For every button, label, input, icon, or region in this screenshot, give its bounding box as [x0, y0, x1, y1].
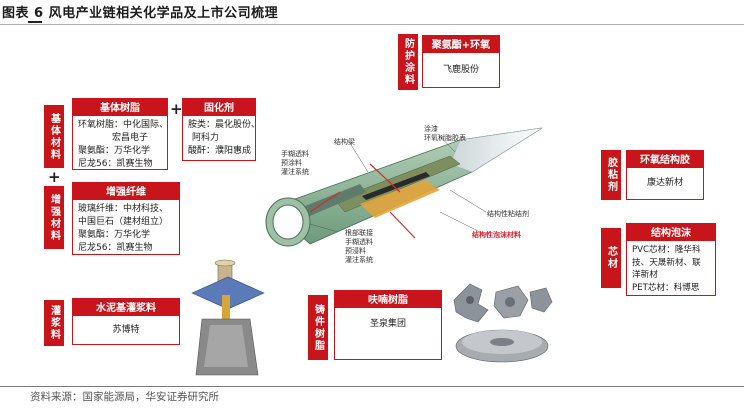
side-label-casting-resin: 铸件树脂 — [308, 295, 328, 360]
side-label-grouting-material: 灌浆料 — [44, 300, 64, 346]
title-tick-mark — [28, 21, 42, 23]
side-label-core-material: 芯材 — [601, 228, 621, 288]
callout-root-1: 根部联接 — [345, 229, 373, 237]
box-casting-resin: 圣泉集团 — [334, 307, 442, 360]
box-matrix-resin: 环氧树脂：中化国际、 宏昌电子 聚氨酯：万华化学 尼龙56：凯赛生物 — [72, 115, 168, 170]
title-divider — [0, 24, 744, 25]
callout-structural-foam: 结构性泡沫材料 — [472, 231, 521, 239]
tower-foundation-illustration — [188, 255, 268, 383]
box-adhesive: 康达新材 — [626, 167, 704, 200]
resin-line-1: 环氧树脂：中化国际、 — [78, 120, 169, 130]
company-subote: 苏博特 — [112, 324, 140, 335]
core-line-3: 洋新材 — [632, 270, 658, 280]
figure-title: 图表 6 风电产业链相关化学品及上市公司梳理 — [2, 6, 279, 21]
box-grouting-material: 苏博特 — [72, 315, 180, 345]
callout-left-mid-3: 灌注系统 — [281, 168, 309, 176]
fiber-line-1: 玻璃纤维：中材科技、 — [78, 204, 169, 214]
header-pu-epoxy: 聚氨酯+环氧 — [422, 35, 500, 52]
callout-spar: 结构梁 — [334, 138, 355, 146]
core-line-1: PVC芯材：隆华科 — [632, 245, 701, 255]
header-structural-foam: 结构泡沫 — [626, 223, 716, 240]
company-kangda: 康达新材 — [646, 178, 683, 188]
header-epoxy-structural-adhesive: 环氧结构胶 — [626, 150, 704, 167]
callout-left-mid-2: 预涂料 — [281, 159, 302, 167]
resin-line-4: 尼龙56：凯赛生物 — [78, 159, 153, 169]
box-curing-agent: 胺类：晨化股份、 阿科力 酸酐：濮阳惠成 — [182, 115, 261, 161]
resin-line-2: 宏昌电子 — [112, 133, 149, 143]
core-line-4: PET芯材：科博思 — [632, 282, 700, 293]
cast-parts-illustration — [448, 278, 556, 368]
curing-line-3: 酸酐：濮阳惠成 — [188, 146, 252, 156]
callout-tip-coat-1: 涂漆 — [424, 125, 438, 133]
resin-line-3: 聚氨酯：万华化学 — [78, 146, 151, 156]
plus-sign-left: + — [48, 168, 61, 186]
header-matrix-resin: 基体树脂 — [72, 98, 168, 115]
source-note: 资料来源：国家能源局，华安证券研究所 — [30, 391, 219, 403]
blade-cross-section-illustration — [250, 112, 550, 280]
company-shengquan: 圣泉集团 — [369, 319, 406, 329]
fiber-line-2: 中国巨石（建材组立） — [78, 217, 169, 227]
bottom-divider — [0, 386, 744, 387]
fiber-line-4: 尼龙56：凯赛生物 — [78, 243, 153, 253]
core-line-2: 技、天晟新材、联 — [632, 257, 701, 268]
box-reinforcement-fiber: 玻璃纤维：中材科技、 中国巨石（建材组立） 聚氨酯：万华化学 尼龙56：凯赛生物 — [72, 199, 180, 255]
curing-line-2: 阿科力 — [192, 133, 220, 143]
callout-root-2: 手糊透料 — [345, 238, 373, 246]
callout-root-4: 灌注系统 — [345, 256, 373, 264]
box-protective-coating: 飞鹿股份 — [422, 52, 500, 88]
box-core-material: PVC芯材：隆华科 技、天晟新材、联 洋新材 PET芯材：科博思 — [626, 240, 716, 296]
callout-left-mid-1: 手糊透料 — [281, 150, 309, 158]
plus-sign-middle: + — [170, 100, 183, 118]
curing-line-1: 胺类：晨化股份、 — [188, 120, 261, 130]
side-label-adhesive: 胶粘剂 — [601, 150, 621, 200]
callout-root-3: 预浸料 — [345, 247, 366, 255]
callout-tip-coat-2: 环氧树脂胶表 — [424, 134, 466, 142]
header-curing-agent: 固化剂 — [182, 98, 256, 115]
header-reinforcement-fiber: 增强纤维 — [72, 182, 180, 199]
header-furan-resin: 呋喃树脂 — [334, 290, 442, 307]
side-label-protective-coating: 防护涂料 — [398, 34, 418, 90]
callout-structural-adhesive: 结构性粘结剂 — [487, 210, 529, 218]
header-cement-grout: 水泥基灌浆料 — [72, 298, 180, 315]
side-label-reinforcement-material: 增强材料 — [44, 186, 64, 249]
side-label-matrix-material: 基体材料 — [44, 105, 64, 168]
fiber-line-3: 聚氨酯：万华化学 — [78, 230, 151, 240]
company-feilu: 飞鹿股份 — [442, 64, 479, 75]
